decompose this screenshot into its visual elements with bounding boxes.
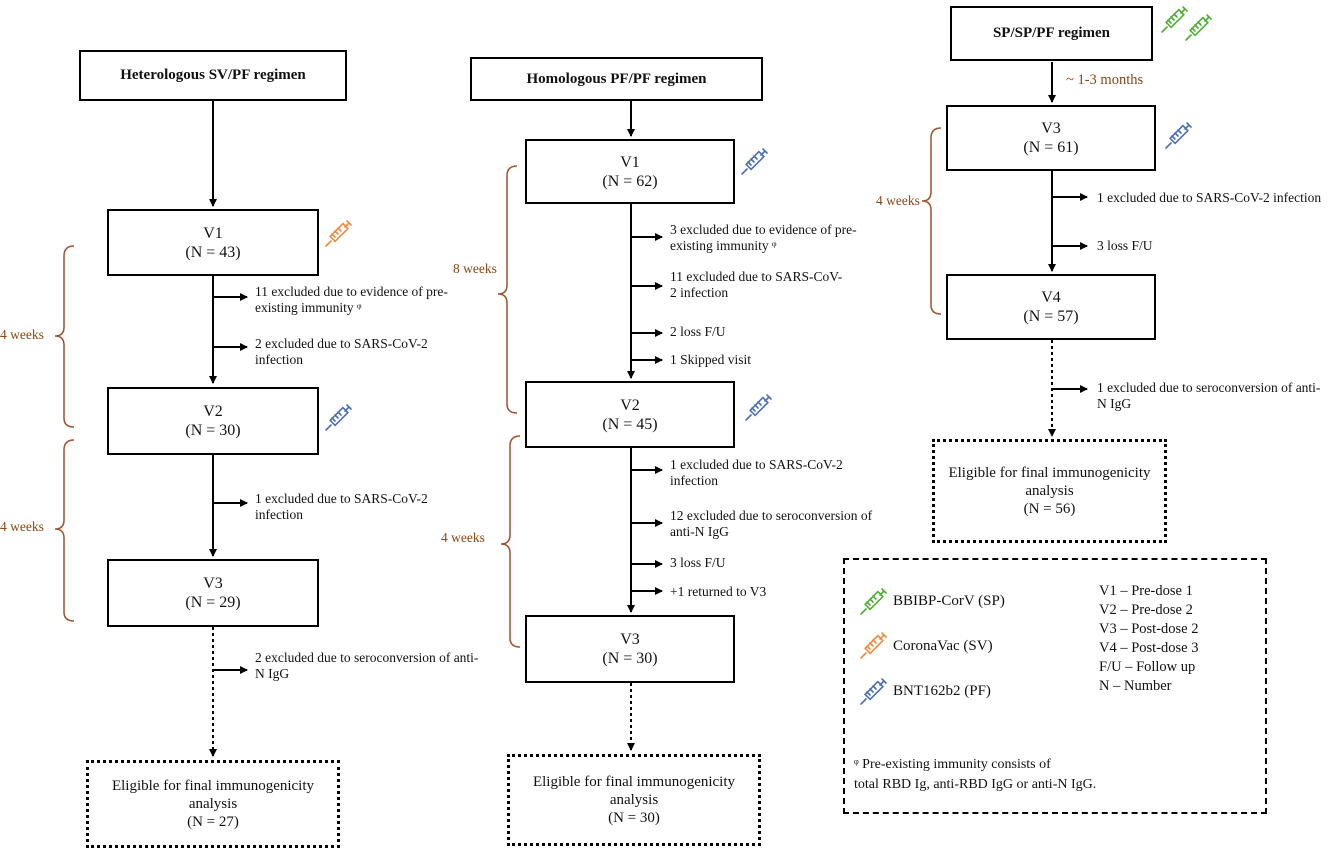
sv-pf-brackets [54,245,75,622]
final-label: Eligible for final immunogenicity analys… [948,465,1151,499]
syringe-icon [1161,6,1188,33]
pf-pf-connectors [627,101,663,751]
sp-sp-pf-exclusion-2: 3 loss F/U [1097,238,1153,253]
sp-sp-pf-title: SP/SP/PF regimen [992,25,1111,41]
pf-pf-final-box: Eligible for final immunogenicity analys… [507,754,761,846]
visit-count: (N = 45) [602,415,658,433]
visit-label: V4 [1041,289,1061,306]
sv-pf-title-box: Heterologous SV/PF regimen [79,50,347,101]
syringe-icon [1185,14,1212,41]
pf-pf-title: Homologous PF/PF regimen [526,70,707,87]
legend-vaccine-pf: BNT162b2 (PF) [893,683,991,699]
sp-sp-pf-interval: ~ 1-3 months [1066,72,1144,88]
sp-sp-pf-title-box: SP/SP/PF regimen [950,6,1153,61]
visit-label: V2 [203,403,223,420]
sp-sp-pf-connectors [1048,62,1088,437]
sv-pf-period-2: 4 weeks [0,519,44,534]
sv-pf-exclusion-3: 1 excluded due to SARS-CoV-2 infection [255,491,428,522]
visit-count: (N = 57) [1023,308,1079,325]
final-count: (N = 56) [1023,501,1076,517]
legend-footnote-line2: total RBD Ig, anti-RBD IgG or anti-N IgG… [854,777,1097,792]
syringe-icon [325,220,352,247]
sp-sp-pf-exclusion-3: 1 excluded due to seroconversion of anti… [1097,380,1321,411]
final-label: Eligible for final immunogenicity analys… [111,778,315,812]
pf-pf-v3-box: V3 (N = 30) [525,615,735,683]
sv-pf-exclusion-4: 2 excluded due to seroconversion of anti… [255,650,479,681]
legend-abbr-v1: V1 – Pre-dose 1 [1099,583,1193,599]
sv-pf-title: Heterologous SV/PF regimen [120,67,306,83]
sv-pf-exclusion-1: 11 excluded due to evidence of pre-exist… [255,284,448,315]
sv-pf-v1-box: V1 (N = 43) [107,209,319,276]
legend-abbr-v3: V3 – Post-dose 2 [1099,621,1199,637]
pf-pf-v2-box: V2 (N = 45) [525,381,735,448]
legend-vaccine-sp: BBIBP-CorV (SP) [893,593,1005,609]
visit-count: (N = 62) [602,172,658,190]
pf-pf-title-box: Homologous PF/PF regimen [470,57,763,101]
legend-abbr-v2: V2 – Pre-dose 2 [1099,602,1193,618]
visit-label: V3 [620,631,640,648]
syringe-icon [741,148,768,175]
sp-sp-pf-v3-box: V3 (N = 61) [946,105,1156,171]
pf-pf-exclusion-3: 2 loss F/U [670,324,726,339]
visit-count: (N = 43) [185,243,241,261]
visit-count: (N = 61) [1023,139,1079,156]
syringe-icon [745,394,772,421]
final-count: (N = 27) [187,814,239,830]
sv-pf-connectors [209,101,248,757]
visit-count: (N = 29) [185,594,241,611]
sv-pf-final-box: Eligible for final immunogenicity analys… [86,760,340,848]
sp-sp-pf-final-box: Eligible for final immunogenicity analys… [932,439,1167,543]
visit-label: V3 [203,575,223,592]
sv-pf-exclusion-2: 2 excluded due to SARS-CoV-2 infection [255,336,428,367]
sp-sp-pf-period-1: 4 weeks [876,193,920,208]
sv-pf-v2-box: V2 (N = 30) [107,387,319,455]
visit-count: (N = 30) [185,422,241,439]
pf-pf-exclusion-8: +1 returned to V3 [670,584,767,599]
sp-sp-pf-bracket [921,127,942,315]
legend-footnote-line1: ᵠ Pre-existing immunity consists of [854,757,1051,772]
final-label: Eligible for final immunogenicity analys… [532,774,736,808]
visit-label: V1 [620,153,640,171]
pf-pf-exclusion-4: 1 Skipped visit [670,352,752,367]
sv-pf-v3-box: V3 (N = 29) [107,559,319,627]
pf-pf-period-1: 8 weeks [453,261,497,276]
legend-vaccine-sv: CoronaVac (SV) [893,638,993,654]
pf-pf-exclusion-6: 12 excluded due to seroconversion of ant… [670,508,873,539]
pf-pf-period-2: 4 weeks [441,530,485,545]
legend-box: BBIBP-CorV (SP) CoronaVac (SV) BNT162b2 … [843,558,1267,814]
sp-sp-pf-v4-box: V4 (N = 57) [946,274,1156,340]
pf-pf-exclusion-1: 3 excluded due to evidence of pre-existi… [670,222,857,253]
legend-abbr-n: N – Number [1099,678,1172,694]
visit-label: V2 [620,396,640,414]
legend-abbr-fu: F/U – Follow up [1099,659,1196,675]
visit-count: (N = 30) [602,650,658,667]
sv-pf-period-1: 4 weeks [0,327,44,342]
syringe-icon [1165,122,1192,149]
syringe-icon [325,404,352,431]
visit-label: V1 [203,224,223,242]
sp-sp-pf-exclusion-1: 1 excluded due to SARS-CoV-2 infection [1097,190,1322,205]
legend-abbr-v4: V4 – Post-dose 3 [1099,640,1199,656]
final-count: (N = 30) [608,810,660,826]
pf-pf-exclusion-7: 3 loss F/U [670,555,726,570]
pf-pf-brackets [497,165,521,648]
pf-pf-exclusion-2: 11 excluded due to SARS-CoV-2 infection [670,269,843,300]
visit-label: V3 [1041,120,1061,137]
pf-pf-exclusion-5: 1 excluded due to SARS-CoV-2 infection [670,457,843,488]
pf-pf-v1-box: V1 (N = 62) [525,139,735,204]
